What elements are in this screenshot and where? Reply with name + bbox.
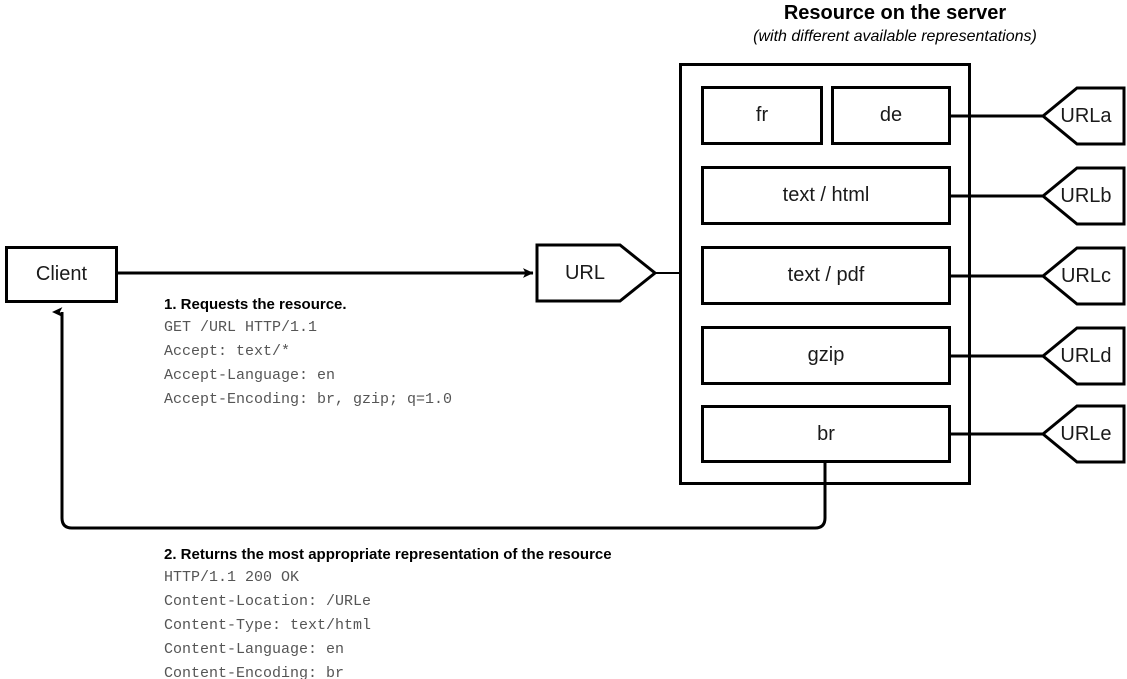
representation-label: text / html xyxy=(782,184,870,206)
representation-box-gzip[interactable]: gzip xyxy=(701,326,951,385)
response-body: HTTP/1.1 200 OK Content-Location: /URLe … xyxy=(164,569,372,679)
urle-label: URLe xyxy=(1060,423,1112,445)
representation-box-fr[interactable]: fr xyxy=(701,86,823,145)
response-title: 2. Returns the most appropriate represen… xyxy=(164,546,612,563)
url-node-label: URL xyxy=(564,262,605,284)
representation-label: gzip xyxy=(807,344,845,366)
server-title: Resource on the server xyxy=(783,2,1007,24)
representation-label: br xyxy=(817,422,835,445)
urlc-label: URLc xyxy=(1060,265,1111,287)
representation-box-text-pdf[interactable]: text / pdf xyxy=(701,246,951,305)
client-label: Client xyxy=(35,263,88,285)
representation-box-text-html[interactable]: text / html xyxy=(701,166,951,225)
request-body: GET /URL HTTP/1.1 Accept: text/* Accept-… xyxy=(164,319,453,408)
urlb-label: URLb xyxy=(1060,185,1112,207)
representation-box-br[interactable]: br xyxy=(701,405,951,463)
representation-box-de[interactable]: de xyxy=(831,86,951,145)
client-box[interactable]: Client xyxy=(5,246,118,303)
urld-label: URLd xyxy=(1060,345,1112,367)
server-subtitle: (with different available representation… xyxy=(753,28,1037,45)
representation-label: de xyxy=(879,104,903,126)
representation-label: text / pdf xyxy=(787,264,865,286)
urla-label: URLa xyxy=(1060,105,1112,127)
server-container xyxy=(679,63,971,485)
representation-label: fr xyxy=(755,104,769,126)
request-title: 1. Requests the resource. xyxy=(164,296,347,313)
